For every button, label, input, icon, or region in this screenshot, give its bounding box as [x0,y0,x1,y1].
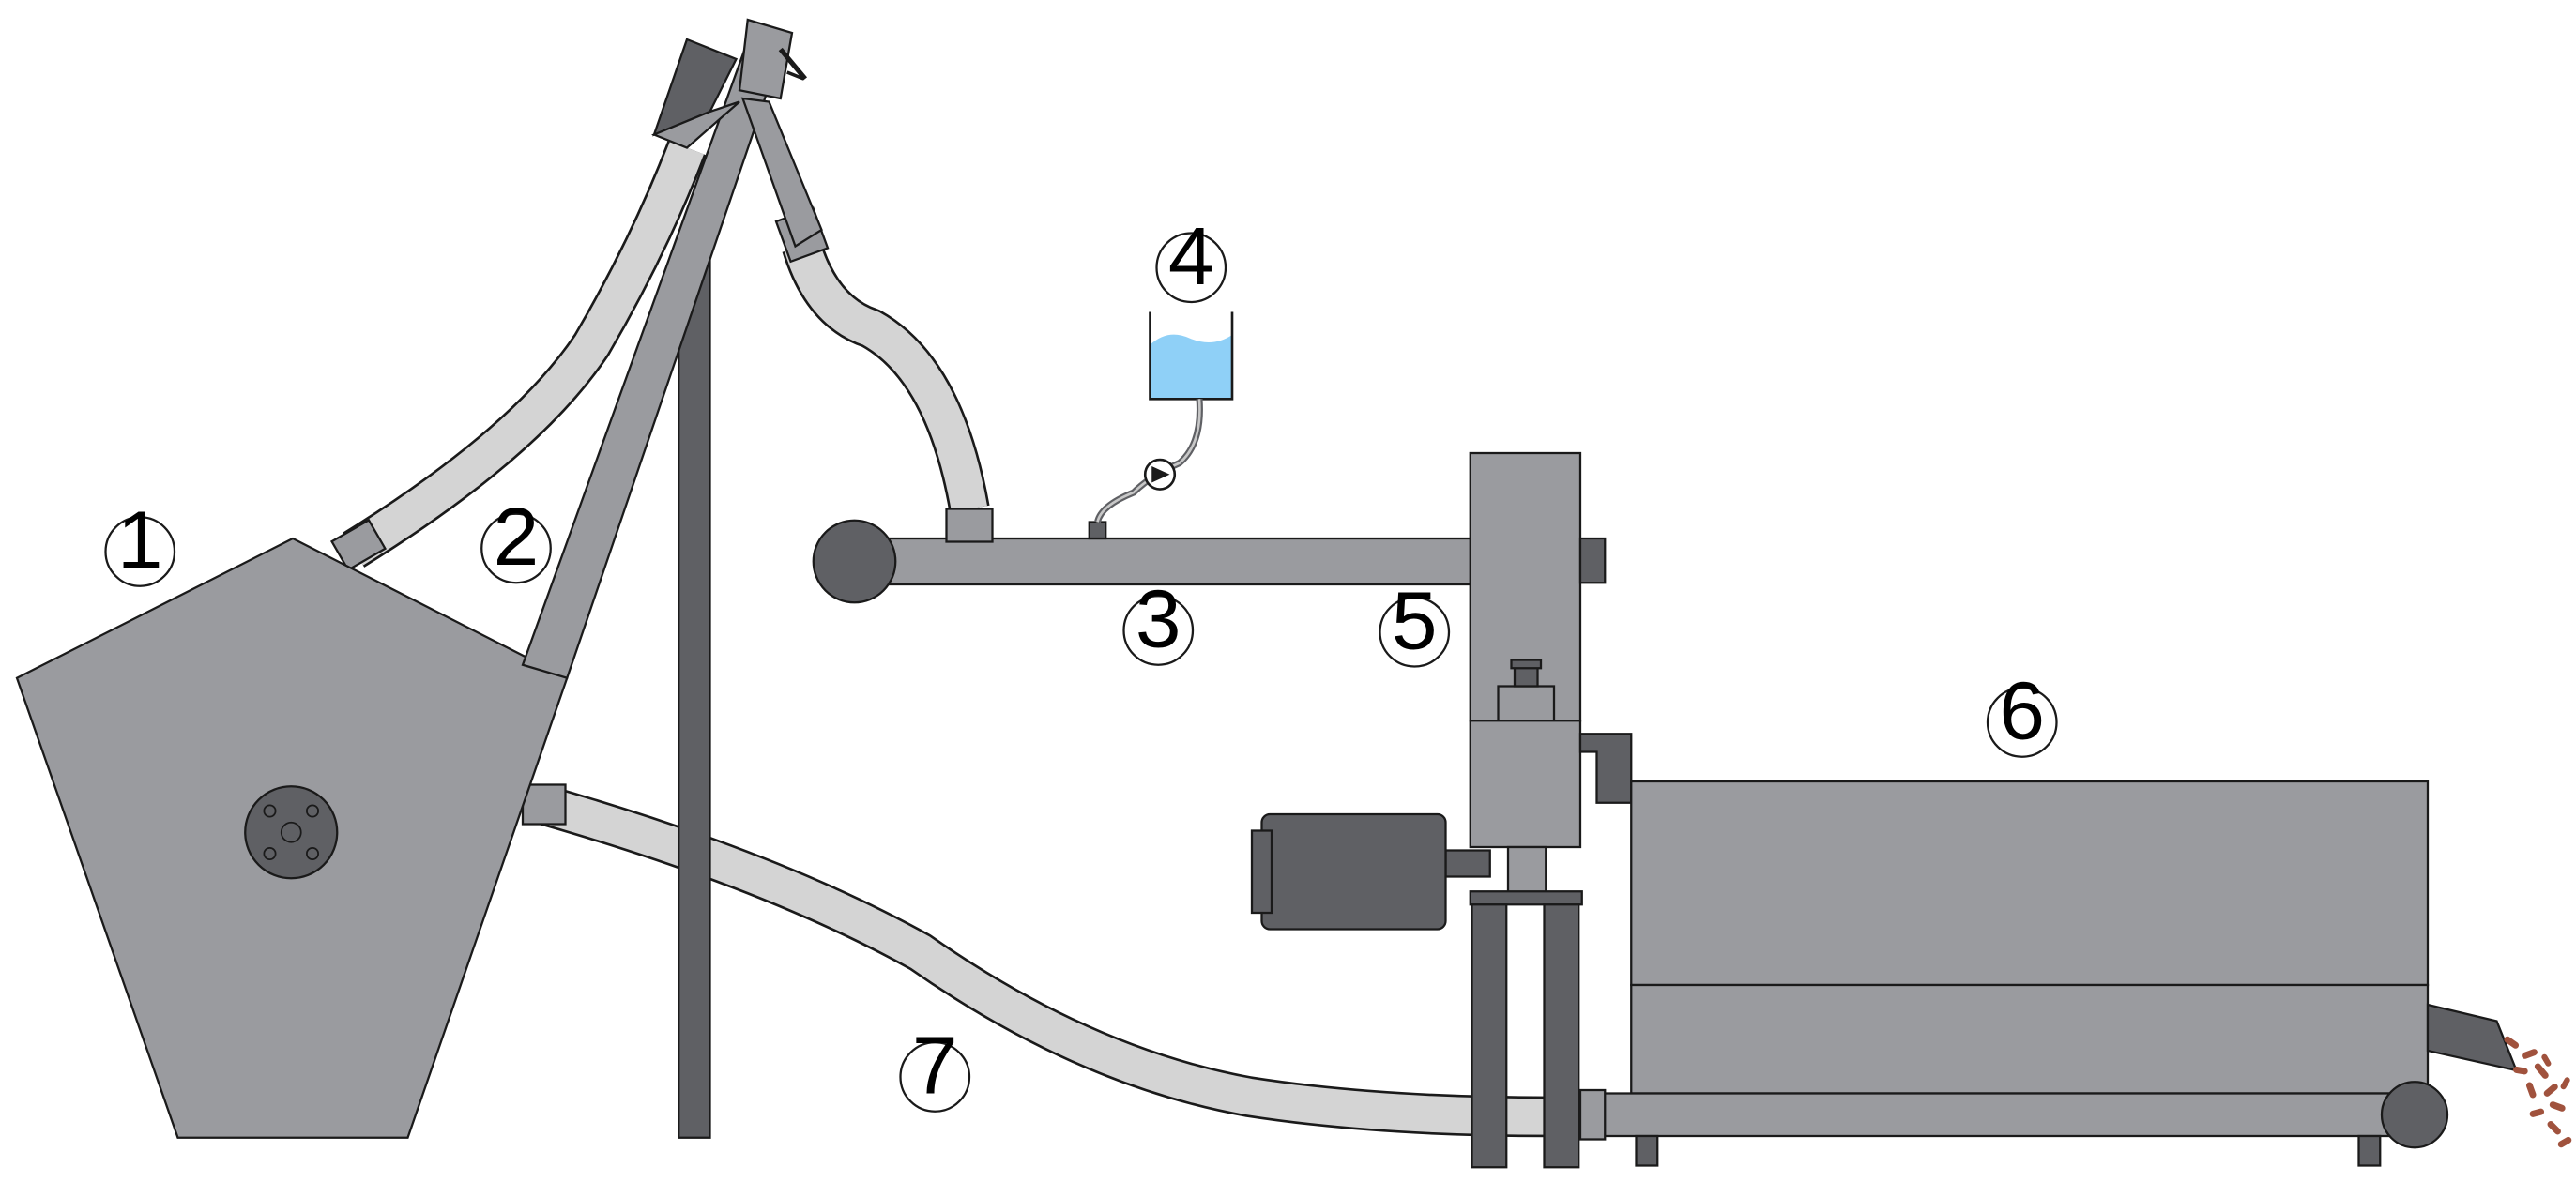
svg-text:7: 7 [912,1020,958,1112]
label-7: 7 [899,1020,971,1113]
return-hose [536,784,1603,1138]
hopper-drive-hub [244,785,339,880]
label-1: 1 [104,494,176,587]
water-level [1150,334,1232,400]
hopper [15,537,569,1139]
bucket-elevator [521,18,823,680]
elevator-discharge-hose [782,239,990,513]
label-2: 2 [480,491,552,584]
pellets [2504,1036,2572,1148]
hose-collar [329,518,388,572]
auger-inlet [945,508,994,543]
label-5: 5 [1379,574,1451,668]
feed-auger [812,508,1473,604]
pellet-cooler [1630,780,2519,1095]
water-tank [1094,311,1234,523]
svg-text:2: 2 [494,491,540,583]
auger-drive [812,519,897,604]
electric-motor [1250,812,1491,931]
mill-hub [1578,537,1607,584]
support-post [678,245,711,1139]
label-6: 6 [1986,665,2058,758]
svg-text:4: 4 [1168,210,1214,302]
hose-collar [521,783,567,826]
label-4: 4 [1155,210,1227,304]
svg-text:1: 1 [117,494,163,586]
svg-text:5: 5 [1392,574,1438,666]
pellet-mill [1469,451,1633,1169]
svg-text:6: 6 [1999,665,2045,757]
conveyor-pulley [2380,1081,2449,1149]
return-conveyor [1578,1081,2449,1167]
hopper-feed-hose [343,140,707,568]
label-3: 3 [1122,573,1195,666]
water-injector [1088,521,1107,540]
svg-text:3: 3 [1136,573,1181,665]
